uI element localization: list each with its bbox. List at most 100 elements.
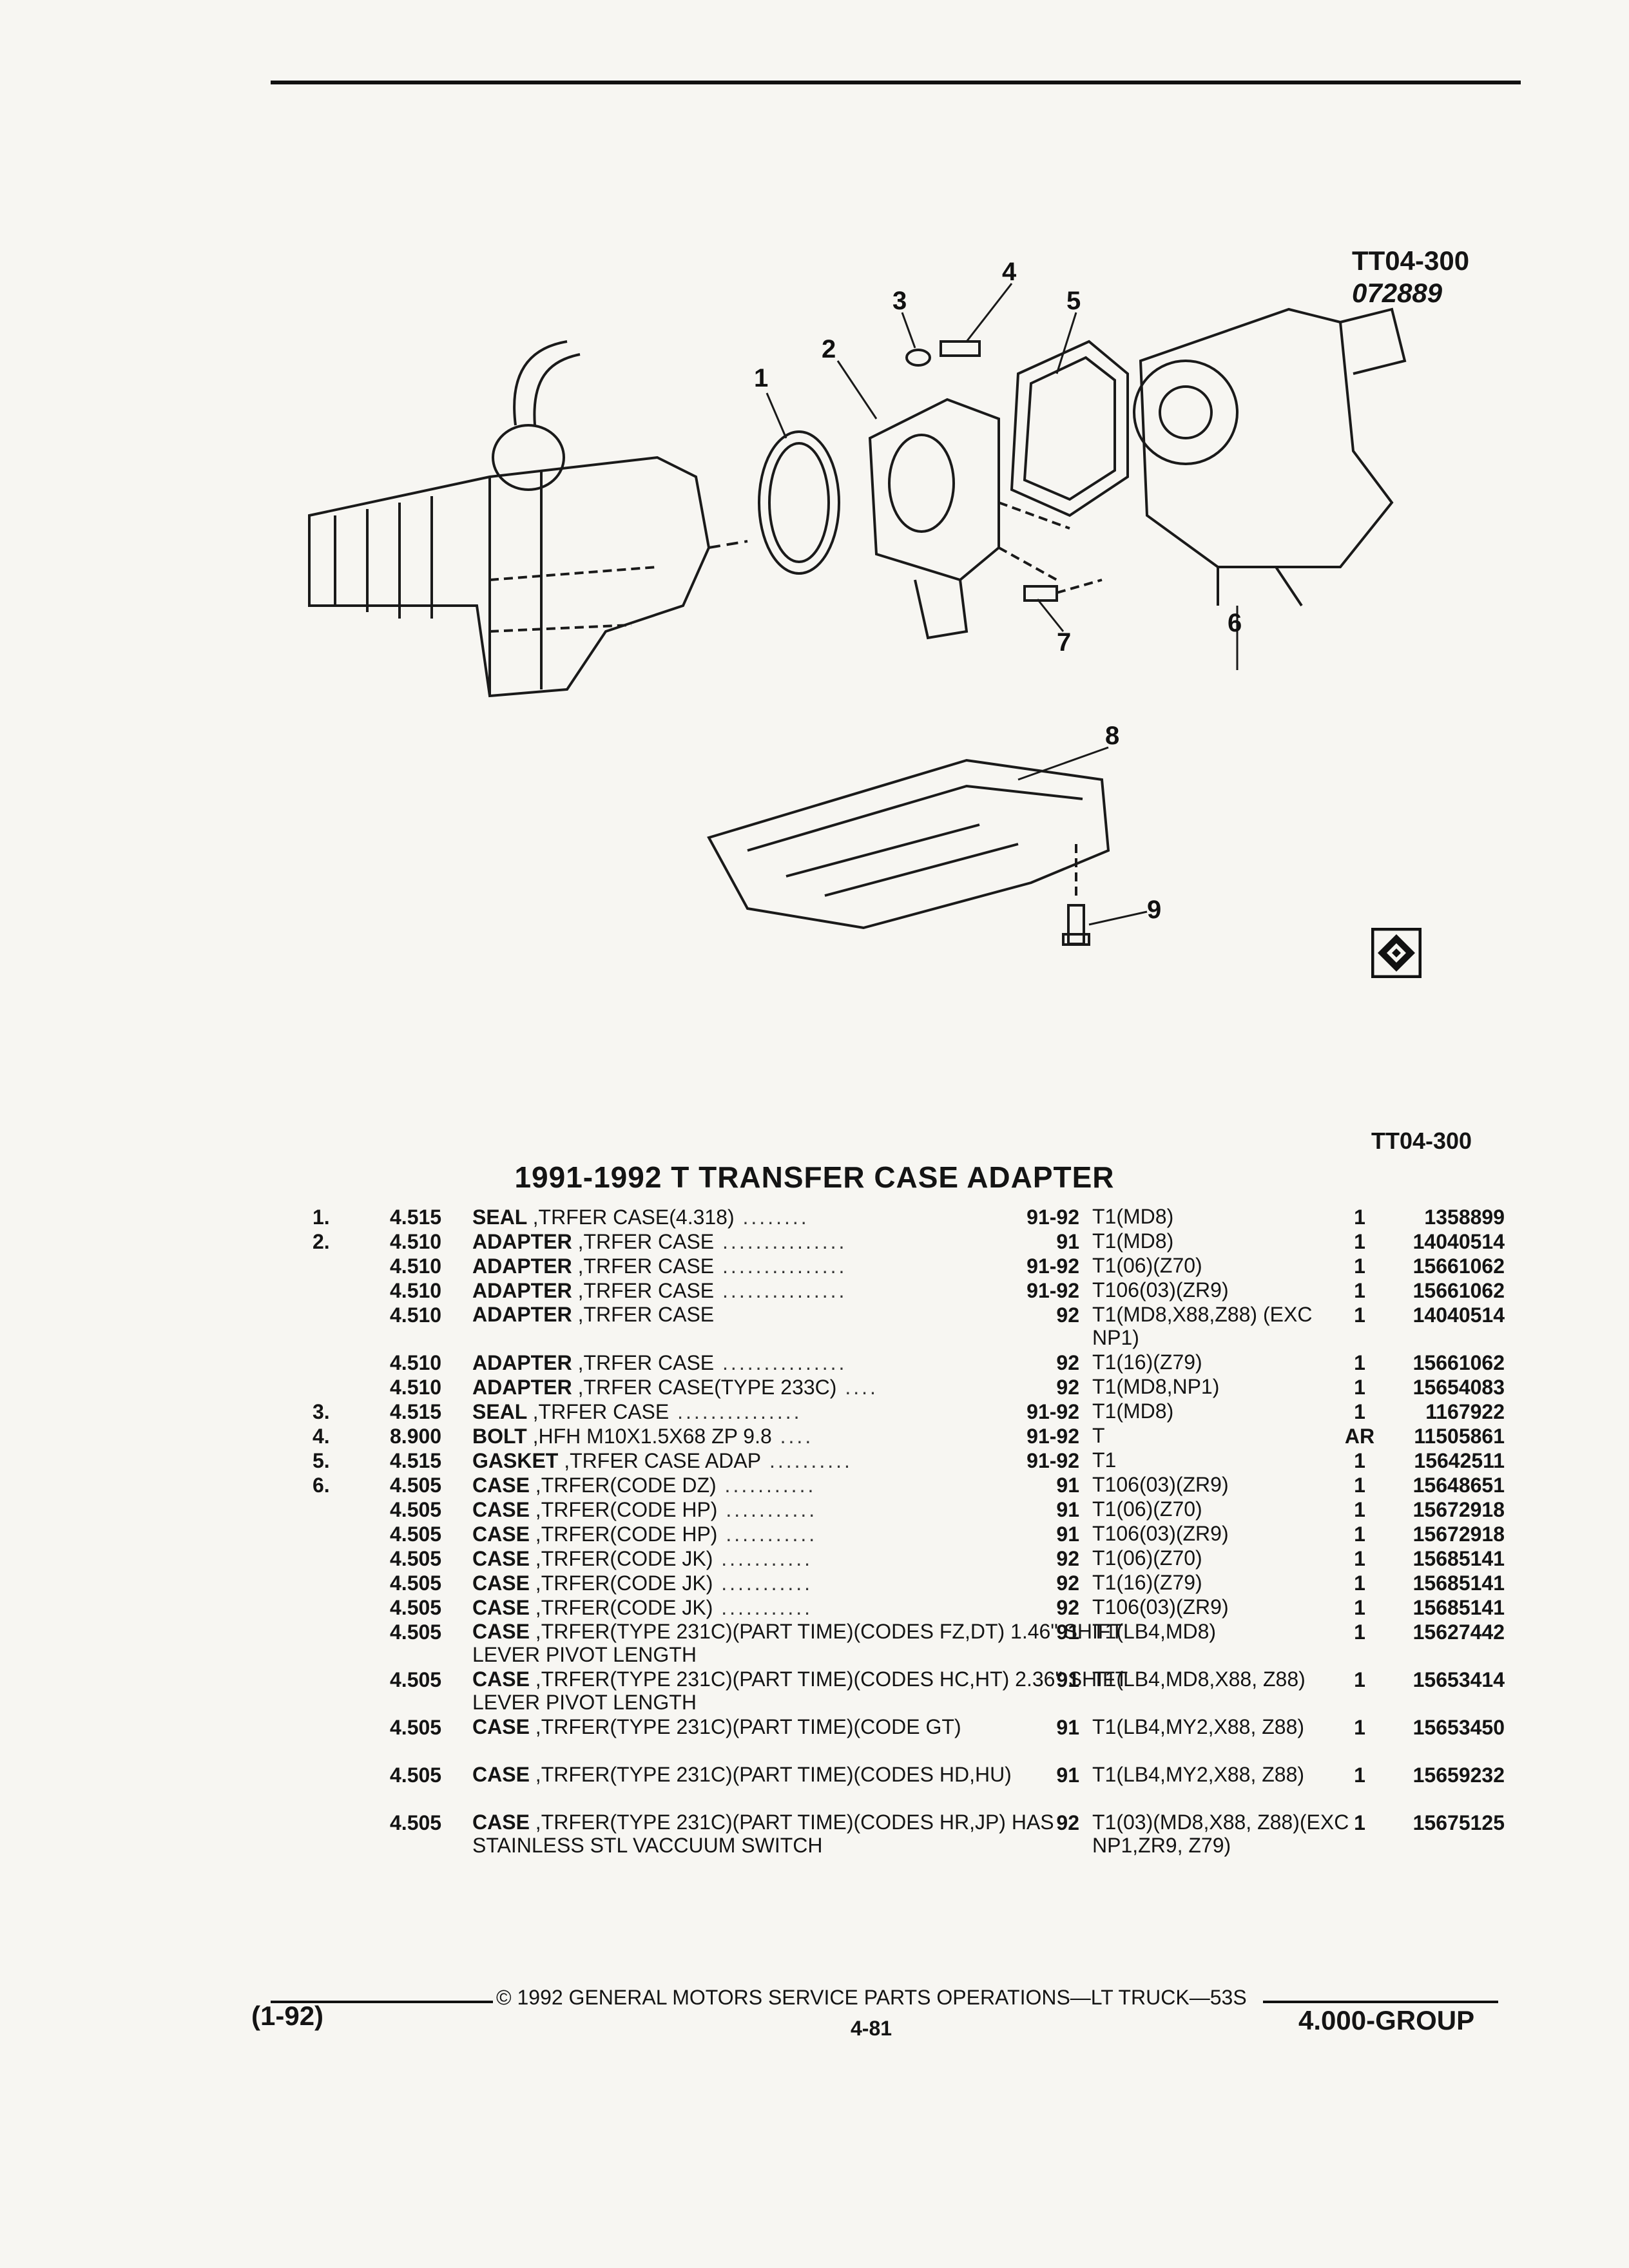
- part-number: 15672918: [1412, 1498, 1505, 1521]
- part-quantity: 1: [1354, 1449, 1365, 1472]
- footer-rule-right: [1263, 2001, 1498, 2003]
- part-item-number: 5.: [313, 1449, 330, 1472]
- part-item-number: 6.: [313, 1474, 330, 1497]
- part-description: ADAPTER ,TRFER CASE ...............: [472, 1278, 1149, 1303]
- part-number: 15659232: [1412, 1763, 1505, 1787]
- exploded-view-illustration: 1 2 3 4 5 6 7 8 9: [308, 258, 1407, 946]
- part-application: T1(06)(Z70): [1092, 1497, 1202, 1521]
- part-name: ADAPTER: [472, 1351, 572, 1374]
- part-number: 15661062: [1412, 1279, 1505, 1302]
- part-quantity: 1: [1354, 1279, 1365, 1302]
- leader-dots: ...........: [713, 1596, 813, 1619]
- leader-dots: ...........: [717, 1498, 818, 1521]
- part-item-number: 3.: [313, 1400, 330, 1423]
- part-years: 92: [1056, 1547, 1079, 1570]
- part-detail: ,TRFER(TYPE 231C)(PART TIME)(CODE GT): [535, 1715, 961, 1738]
- footer-rule-left: [271, 2001, 493, 2003]
- part-detail: ,TRFER CASE(TYPE 233C): [577, 1376, 837, 1399]
- part-detail: ,TRFER(TYPE 231C)(PART TIME)(CODES HR,JP…: [472, 1811, 1054, 1857]
- part-description: GASKET ,TRFER CASE ADAP ..........: [472, 1448, 1149, 1473]
- part-detail: ,TRFER CASE: [577, 1230, 715, 1253]
- part-name: SEAL: [472, 1400, 527, 1423]
- skid-bolt-drawing: [1062, 904, 1090, 946]
- part-detail: ,TRFER(CODE HP): [535, 1498, 718, 1521]
- leader-dots: ...........: [713, 1547, 813, 1570]
- part-quantity: 1: [1354, 1523, 1365, 1546]
- part-number: 15685141: [1412, 1596, 1505, 1619]
- part-group-number: 4.505: [390, 1498, 442, 1521]
- part-application: T1(06)(Z70): [1092, 1546, 1202, 1570]
- callout-6: 6: [1228, 609, 1242, 637]
- part-number: 14040514: [1412, 1230, 1505, 1253]
- section-ref-code: TT04-300: [1371, 1128, 1472, 1154]
- part-description: CASE ,TRFER(TYPE 231C)(PART TIME)(CODES …: [472, 1811, 1149, 1857]
- part-application: T106(03)(ZR9): [1092, 1278, 1229, 1302]
- part-group-number: 4.515: [390, 1449, 442, 1472]
- leader-dots: ...............: [669, 1400, 802, 1423]
- part-number: 15653414: [1412, 1668, 1505, 1691]
- part-name: CASE: [472, 1474, 530, 1497]
- part-quantity: 1: [1354, 1474, 1365, 1497]
- part-number: 14040514: [1412, 1303, 1505, 1327]
- part-quantity: 1: [1354, 1254, 1365, 1278]
- part-group-number: 4.505: [390, 1547, 442, 1570]
- part-years: 91-92: [1027, 1206, 1079, 1229]
- part-description: CASE ,TRFER(CODE JK) ...........: [472, 1571, 1149, 1595]
- part-item-number: 1.: [313, 1206, 330, 1229]
- part-number: 15661062: [1412, 1351, 1505, 1374]
- part-description: ADAPTER ,TRFER CASE ...............: [472, 1350, 1149, 1375]
- part-group-number: 4.510: [390, 1376, 442, 1399]
- part-description: CASE ,TRFER(CODE HP) ...........: [472, 1522, 1149, 1546]
- part-quantity: 1: [1354, 1547, 1365, 1570]
- part-group-number: 4.510: [390, 1351, 442, 1374]
- part-application: T1(LB4,MY2,X88, Z88): [1092, 1715, 1305, 1738]
- part-application: T1: [1092, 1448, 1117, 1472]
- part-detail: ,TRFER(TYPE 231C)(PART TIME)(CODES FZ,DT…: [472, 1620, 1123, 1666]
- part-group-number: 8.900: [390, 1425, 442, 1448]
- leader-dots: ........: [734, 1206, 809, 1229]
- callout-1: 1: [754, 364, 768, 392]
- part-number: 15642511: [1414, 1449, 1505, 1472]
- part-years: 91-92: [1027, 1449, 1079, 1472]
- part-description: CASE ,TRFER(CODE HP) ...........: [472, 1497, 1149, 1522]
- part-group-number: 4.510: [390, 1254, 442, 1278]
- leader-dots: ...............: [714, 1230, 847, 1253]
- leader-lines: [766, 283, 1239, 926]
- part-application: T1(03)(MD8,X88, Z88)(EXC NP1,ZR9, Z79): [1092, 1811, 1349, 1857]
- part-description: CASE ,TRFER(CODE JK) ...........: [472, 1546, 1149, 1571]
- part-quantity: AR: [1344, 1425, 1375, 1448]
- part-quantity: 1: [1354, 1668, 1365, 1691]
- part-description: CASE ,TRFER(CODE DZ) ...........: [472, 1473, 1149, 1497]
- part-years: 91-92: [1027, 1279, 1079, 1302]
- part-name: CASE: [472, 1763, 530, 1786]
- part-group-number: 4.505: [390, 1763, 442, 1787]
- part-application: T1(LB4,MD8,X88, Z88): [1092, 1667, 1306, 1691]
- part-quantity: 1: [1354, 1400, 1365, 1423]
- part-quantity: 1: [1354, 1230, 1365, 1253]
- skid-plate-drawing: [707, 758, 1110, 930]
- part-quantity: 1: [1354, 1620, 1365, 1644]
- part-years: 92: [1056, 1571, 1079, 1595]
- parts-row: 5. 4.515 91-92 T1 1 15642511 GASKET ,TRFER CAS…: [313, 1448, 1511, 1473]
- part-detail: ,TRFER(TYPE 231C)(PART TIME)(CODES HD,HU…: [535, 1763, 1012, 1786]
- part-name: CASE: [472, 1667, 530, 1691]
- leader-dots: ..........: [761, 1449, 853, 1472]
- part-group-number: 4.505: [390, 1668, 442, 1691]
- callout-4: 4: [1002, 258, 1017, 286]
- part-name: CASE: [472, 1596, 530, 1619]
- callout-5: 5: [1066, 287, 1081, 315]
- part-years: 91: [1056, 1230, 1079, 1253]
- part-quantity: 1: [1354, 1498, 1365, 1521]
- part-number: 1358899: [1424, 1206, 1505, 1229]
- figure-number: TT04-300: [1352, 245, 1470, 276]
- part-detail: ,TRFER CASE(4.318): [532, 1206, 735, 1229]
